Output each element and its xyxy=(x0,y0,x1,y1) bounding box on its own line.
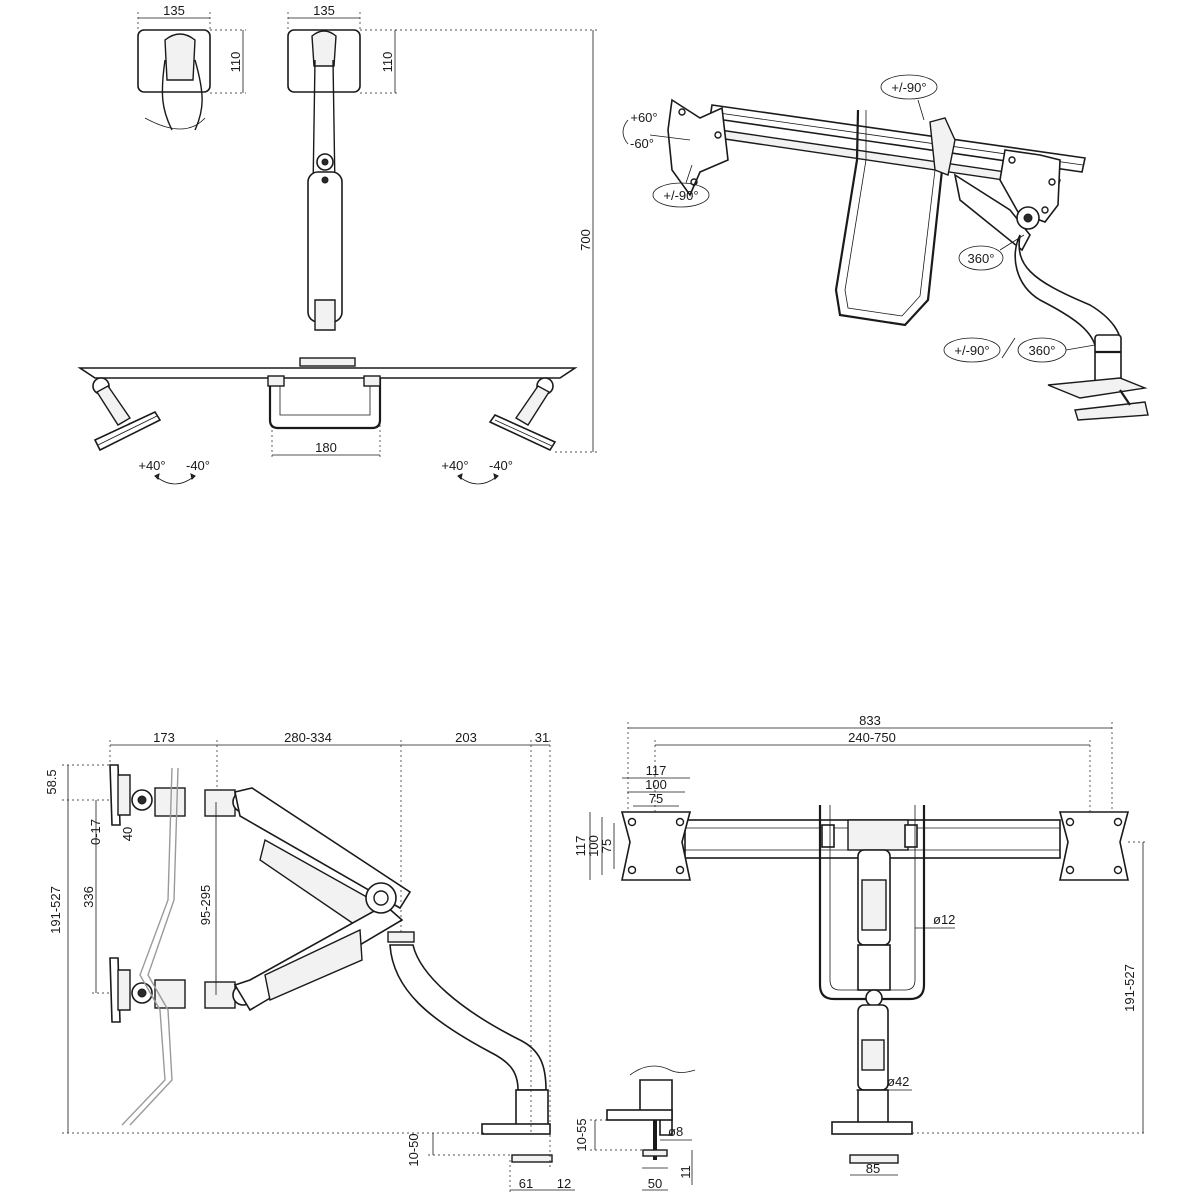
clamp-detail: 10-55 ø8 11 50 xyxy=(574,1065,696,1191)
dim-plate-height-right: 110 xyxy=(380,52,395,73)
tilt-neg-label: -60° xyxy=(630,136,654,151)
rotation-left-label: +/-90° xyxy=(663,188,698,203)
tilt-left-pos: +40° xyxy=(138,458,165,473)
dim-total-width: 833 xyxy=(859,713,881,728)
dim-desk-thickness-side: 10-50 xyxy=(406,1133,421,1166)
dim-clamp-width: 180 xyxy=(315,440,337,455)
dim-vesa-height-117: 117 xyxy=(573,836,588,857)
front-view-dimensioned: 833 240-750 117 100 75 117 100 75 ø12 ø4… xyxy=(573,713,1147,1176)
front-view: 135 135 110 110 700 180 +40° -40° +40° -… xyxy=(77,3,597,485)
rotation-top-label: +/-90° xyxy=(891,80,926,95)
rotation-bottom-label: +/-90° xyxy=(954,343,989,358)
dim-depth-arm: 280-334 xyxy=(284,730,332,745)
dim-vesa-offset: 0-17 xyxy=(88,819,103,845)
tilt-right-pos: +40° xyxy=(441,458,468,473)
dim-arm-travel: 336 xyxy=(81,886,96,908)
dim-plate-width: 50 xyxy=(648,1176,662,1191)
dim-base-depth: 61 xyxy=(519,1176,533,1191)
tilt-right-neg: -40° xyxy=(489,458,513,473)
dim-height-range-side: 191-527 xyxy=(48,886,63,934)
dim-plate-height-left: 110 xyxy=(228,52,243,73)
dim-vesa-width-117: 117 xyxy=(646,763,667,778)
dim-depth-end: 31 xyxy=(535,730,549,745)
tilt-pos-label: +60° xyxy=(630,110,657,125)
dim-vesa-depth: 40 xyxy=(120,827,135,841)
dim-height-range-front: 191-527 xyxy=(1122,964,1137,1012)
dim-plate-width-left: 135 xyxy=(163,3,185,18)
dim-pole-diameter: ø12 xyxy=(933,912,955,927)
dim-depth-vesa: 173 xyxy=(153,730,175,745)
dim-base-lip: 12 xyxy=(557,1176,571,1191)
dim-plate-offset: 11 xyxy=(678,1165,693,1179)
dim-desk-thickness-clamp: 10-55 xyxy=(574,1118,589,1151)
dim-vesa-width-75: 75 xyxy=(649,791,663,806)
dim-offset-top: 58.5 xyxy=(44,769,59,794)
dim-base-width: 85 xyxy=(866,1161,880,1176)
dim-arm-range: 95-295 xyxy=(198,885,213,925)
dim-depth-base: 203 xyxy=(455,730,477,745)
side-view: 173 280-334 203 31 58.5 191-527 336 0-17… xyxy=(44,730,575,1194)
tilt-left-neg: -40° xyxy=(186,458,210,473)
swivel-mid-label: 360° xyxy=(968,251,995,266)
dim-plate-width-right: 135 xyxy=(313,3,335,18)
dim-bar-range: 240-750 xyxy=(848,730,896,745)
swivel-base-label: 360° xyxy=(1029,343,1056,358)
dim-vesa-height-75: 75 xyxy=(599,839,614,853)
dim-base-diameter: ø42 xyxy=(887,1074,909,1089)
dim-vesa-height-100: 100 xyxy=(586,835,601,857)
dim-bolt-diameter: ø8 xyxy=(668,1124,683,1139)
isometric-view: +/-90° +60° -60° +/-90° 360° +/-90° 360° xyxy=(622,74,1149,421)
dim-vesa-width-100: 100 xyxy=(645,777,667,792)
dim-total-height: 700 xyxy=(578,229,593,251)
